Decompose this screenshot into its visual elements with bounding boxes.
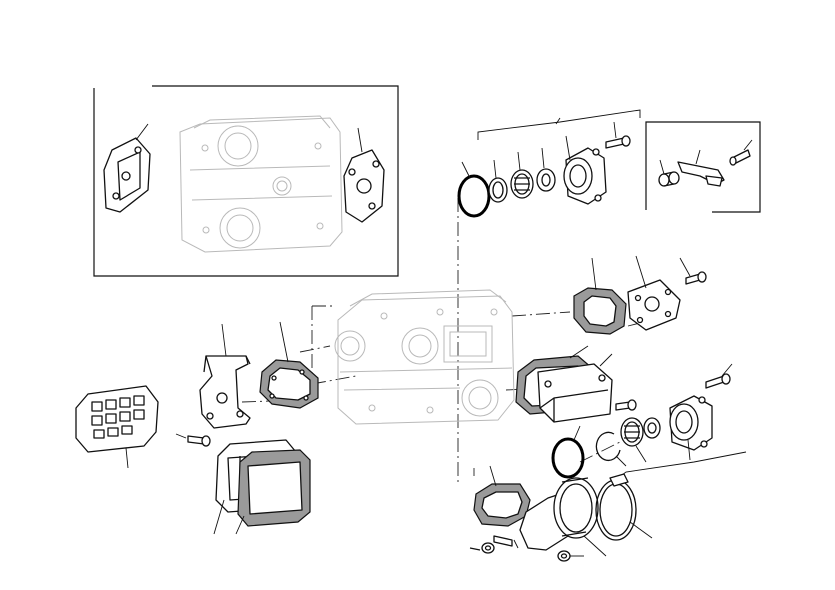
inset-small-bolt [729, 139, 753, 166]
reed-plate-bolt [175, 433, 211, 447]
reed-valve-cage [75, 385, 159, 469]
inset-spacer-sleeve [658, 159, 680, 187]
circlip [488, 159, 508, 203]
bracket-detail-inset [645, 121, 761, 213]
bearing-group-bracket [477, 109, 641, 140]
lower-housing-bolt [705, 363, 733, 389]
cover-housing-bolt [615, 399, 637, 411]
inset-lever-bracket [677, 149, 725, 187]
inset-right-bracket [343, 127, 385, 223]
cover-housing [537, 353, 613, 423]
cover-plate [627, 255, 681, 331]
engine-block [334, 289, 515, 425]
lower-needle-bearing [620, 417, 647, 463]
hose-clamp [595, 473, 653, 541]
lower-bearing-group-bracket [617, 451, 747, 479]
bearing-housing [563, 135, 607, 205]
housing-bolt [605, 121, 631, 149]
manifold-nut-right [557, 550, 584, 562]
bracket-gasket [259, 321, 319, 409]
cover-bolt [679, 257, 707, 285]
spacer-washer [536, 147, 556, 192]
bearing-retainer-ring [457, 161, 491, 218]
manifold-stud [493, 535, 519, 549]
inset-left-bracket [103, 123, 151, 213]
needle-bearing [510, 151, 534, 199]
lower-spacer-washer [643, 417, 661, 439]
mounting-bracket [199, 323, 251, 429]
intake-gasket [235, 449, 311, 535]
inset-ghost-housing [179, 115, 343, 253]
cover-gasket [573, 257, 627, 335]
intake-manifold [519, 477, 607, 557]
housing-detail-inset [93, 85, 399, 277]
lower-retainer-ring [551, 425, 585, 479]
manifold-flange-gasket [473, 465, 531, 527]
assembly-axis-lines [241, 198, 653, 484]
lower-bearing-housing [669, 395, 713, 461]
manifold-nut-left [469, 542, 495, 554]
lower-circlip [595, 431, 627, 467]
